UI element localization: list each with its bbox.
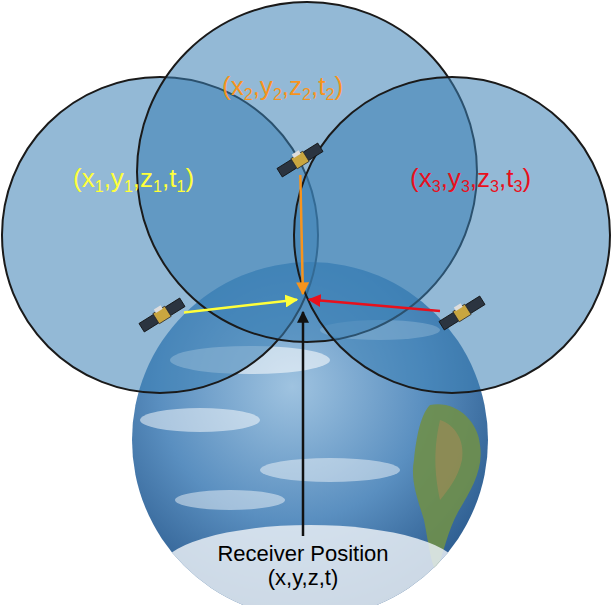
text-run: (x [73,163,95,193]
text-run: 1 [95,177,104,195]
satellite-icon [275,140,324,178]
text-run: ,z [282,71,302,101]
text-run: (x [410,163,432,193]
text-run: ,t [311,71,325,101]
satellite-node: (x2,y2,z2,t2) [278,145,322,175]
text-run: 3 [514,177,523,195]
text-run: ,t [499,163,513,193]
text-run: ,t [162,163,176,193]
satellite-node: (x1,y1,z1,t1) [140,300,184,330]
pointer-arrow [302,312,305,536]
text-run: 1 [153,177,162,195]
text-run: 2 [273,85,282,103]
signal-arrow [184,300,297,313]
satellite-icon [437,293,486,331]
text-run: 3 [432,177,441,195]
satellite-icon [137,295,186,333]
receiver-node: Receiver Position (x,y,z,t) [297,294,309,304]
signal-arrow [300,175,303,294]
satellite-coordinates: (x1,y1,z1,t1) [73,164,194,196]
text-run: (x [222,71,244,101]
text-run: ,y [253,71,273,101]
text-run: ,y [441,163,461,193]
satellite-node: (x3,y3,z3,t3) [440,298,484,328]
receiver-label: Receiver Position (x,y,z,t) [198,542,408,590]
satellite-coordinates: (x3,y3,z3,t3) [410,164,531,196]
text-run: 3 [490,177,499,195]
text-run: 2 [244,85,253,103]
text-run: ,z [133,163,153,193]
text-run: ,z [470,163,490,193]
text-run: 2 [302,85,311,103]
signal-arrow [309,300,440,312]
text-run: ,y [104,163,124,193]
text-run: Receiver Position (x,y,z,t) [217,541,388,590]
text-run: 3 [461,177,470,195]
text-run: 1 [124,177,133,195]
signal-spheres [2,2,610,393]
text-run: ) [185,163,194,193]
text-run: ) [522,163,531,193]
text-run: 1 [177,177,186,195]
text-run: ) [334,71,343,101]
text-run: 2 [326,85,335,103]
satellite-coordinates: (x2,y2,z2,t2) [222,72,343,104]
